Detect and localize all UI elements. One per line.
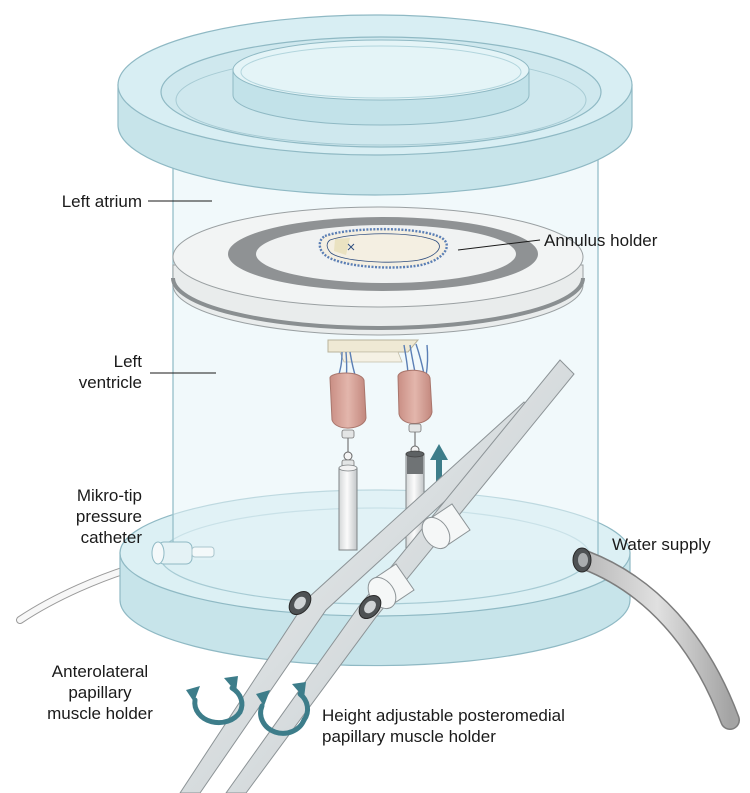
label-posteromedial-line1: Height adjustable posteromedial: [322, 706, 565, 725]
label-catheter-line2: pressure: [75, 507, 142, 526]
valve-annulus: [318, 227, 448, 269]
label-annulus-holder: Annulus holder: [544, 231, 658, 250]
label-left-ventricle-line2: ventricle: [78, 373, 142, 392]
annulus-holder-disk: [171, 206, 585, 336]
rod-seals: [288, 590, 382, 620]
catheter-port: [151, 541, 215, 565]
label-water-supply: Water supply: [612, 535, 711, 554]
label-catheter-line3: catheter: [80, 528, 142, 547]
leader-lines: [148, 200, 541, 374]
label-left-atrium: Left atrium: [61, 192, 142, 211]
label-anterolateral-line3: muscle holder: [47, 704, 153, 723]
rotation-arrowheads: [186, 676, 306, 706]
label-catheter-line1: Mikro-tip: [76, 486, 142, 505]
water-supply-hose: [572, 547, 740, 730]
label-left-ventricle-line1: Left: [113, 352, 142, 371]
sliding-collars: [367, 503, 471, 610]
chordae-connector: [327, 339, 420, 363]
label-posteromedial-line2: papillary muscle holder: [322, 727, 496, 746]
top-lid: [117, 14, 633, 196]
label-anterolateral-line1: Anterolateral: [51, 662, 149, 681]
label-anterolateral-line2: papillary: [68, 683, 132, 702]
anterolateral-post: [338, 464, 358, 551]
